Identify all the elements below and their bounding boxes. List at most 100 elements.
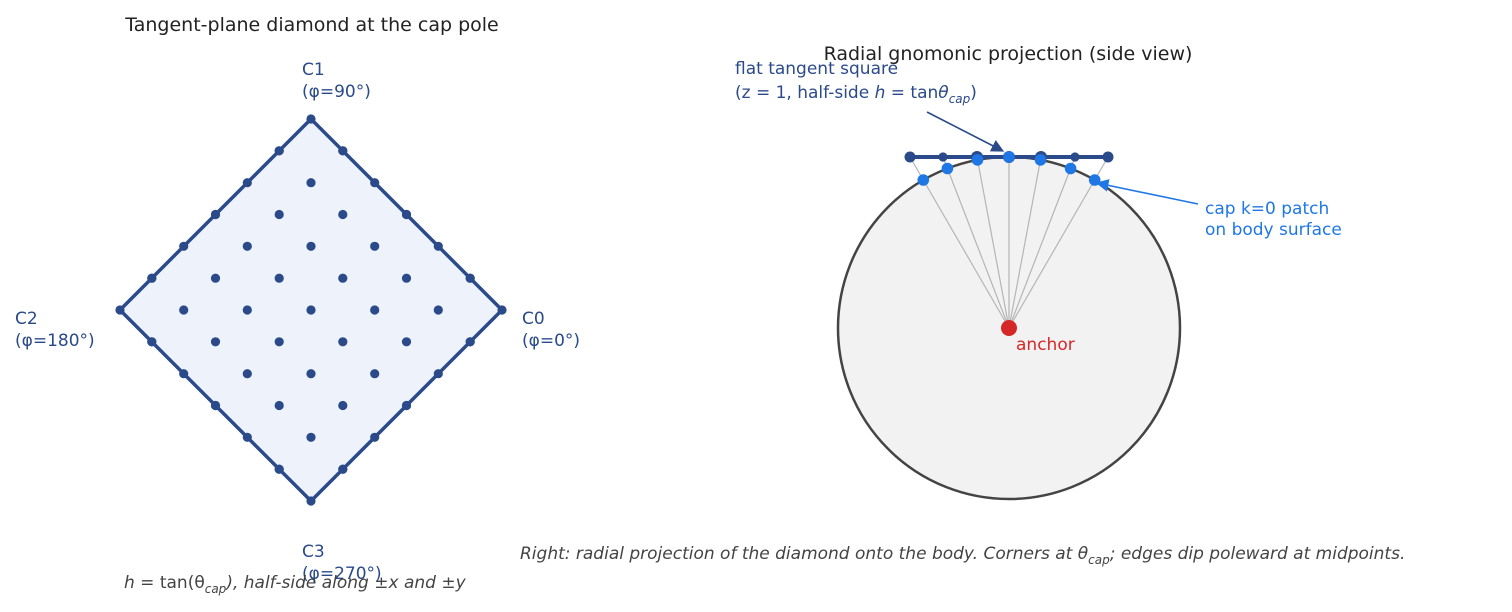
diamond-grid-point — [338, 273, 348, 283]
patch-label-line1: cap k=0 patch — [1205, 199, 1329, 219]
diamond-grid-point — [306, 305, 316, 315]
corner-c2-name: C2 — [15, 309, 38, 329]
diamond-grid-point — [115, 305, 125, 315]
anchor-label: anchor — [1016, 335, 1075, 355]
diamond-grid-point — [338, 209, 348, 220]
corner-label-c2: C2 (φ=180°) — [15, 309, 95, 351]
caption-rest: ), half-side along ±x and ±y — [224, 573, 466, 593]
cap-patch-surface-point — [1034, 154, 1047, 166]
diamond-edge-point — [147, 337, 157, 347]
left-panel-title: Tangent-plane diamond at the cap pole — [124, 14, 498, 36]
projection-ray — [1008, 156, 1076, 329]
flat-tangent-square-label: flat tangent square — [735, 59, 898, 79]
right-caption-pre: Right: radial projection of the diamond … — [520, 544, 1078, 564]
right-panel-caption: Right: radial projection of the diamond … — [520, 544, 1405, 567]
diamond-grid-point — [370, 241, 380, 251]
diamond-grid-point — [306, 114, 316, 124]
square-label-arrow — [926, 111, 1005, 152]
diamond-grid-point — [370, 369, 380, 379]
patch-label-arrow — [1095, 179, 1199, 205]
corner-c2-angle: (φ=180°) — [15, 331, 95, 351]
diamond-edge-point — [401, 209, 412, 220]
diamond-grid-point — [338, 337, 348, 347]
diamond-grid-point — [210, 337, 221, 347]
projection-ray — [942, 156, 1010, 329]
diamond-grid-point — [433, 241, 443, 251]
corner-c3-name: C3 — [302, 542, 325, 562]
diamond-grid-point — [306, 178, 316, 188]
cap-patch-surface-point — [1003, 151, 1015, 163]
diamond-grid-point — [433, 369, 443, 379]
diamond-grid-point — [274, 209, 284, 220]
diamond-grid-point — [179, 369, 189, 379]
tangent-square-point — [938, 152, 948, 162]
diamond-grid-point — [242, 369, 252, 379]
projection-ray — [1008, 156, 1042, 329]
diamond-grid-point — [306, 241, 316, 251]
diamond-edge-point — [274, 146, 284, 156]
tangent-square-point — [1102, 151, 1114, 163]
square-label-line2: (z = 1, half-side h = tanθcap) — [735, 83, 977, 106]
diamond-grid-point — [370, 305, 380, 315]
diamond-grid-point — [242, 432, 252, 442]
corner-label-c3: C3 (φ=270°) — [302, 542, 382, 584]
square-label-close: ) — [970, 83, 977, 103]
square-label-line1: flat tangent square — [735, 59, 898, 79]
diamond-grid-point — [306, 496, 316, 506]
diamond-sample-points — [115, 114, 507, 506]
diamond-grid-point — [370, 432, 380, 442]
square-label-theta: θ — [938, 83, 949, 103]
diamond-edge-point — [274, 464, 284, 474]
projection-ray — [1008, 156, 1109, 329]
corner-label-c0: C0 (φ=0°) — [522, 309, 580, 351]
diamond-grid-point — [306, 369, 316, 379]
projection-rays — [909, 156, 1109, 329]
anchor-point — [1001, 320, 1017, 336]
corner-c0-name: C0 — [522, 309, 545, 329]
cap-patch-surface-point — [971, 154, 984, 166]
right-panel-title: Radial gnomonic projection (side view) — [824, 43, 1193, 65]
square-label-pre: (z = 1, half-side — [735, 83, 875, 103]
diamond-grid-point — [370, 178, 380, 188]
diamond-grid-point — [433, 305, 443, 315]
cap-patch-label: cap k=0 patch on body surface — [1205, 199, 1342, 240]
caption-cap-subscript: cap — [205, 582, 227, 596]
patch-label-line2: on body surface — [1205, 220, 1342, 240]
corner-c3-angle: (φ=270°) — [302, 564, 382, 584]
projection-ray — [909, 156, 1010, 329]
diamond-edge-point — [465, 273, 475, 283]
caption-theta: θ — [194, 573, 204, 593]
diamond-edge-point — [401, 400, 412, 411]
diamond-grid-point — [401, 273, 412, 283]
diamond-grid-point — [179, 305, 189, 315]
corner-c1-name: C1 — [302, 60, 325, 80]
left-panel-caption: h = tan(θcap), half-side along ±x and ±y — [124, 573, 467, 596]
diamond-grid-point — [242, 305, 252, 315]
square-label-h: h — [875, 83, 886, 103]
cap-patch-surface-point — [941, 162, 954, 175]
diamond-grid-point — [338, 400, 348, 411]
caption-eq: = tan( — [135, 573, 195, 593]
diamond-grid-point — [242, 178, 252, 188]
corner-c1-angle: (φ=90°) — [302, 82, 371, 102]
caption-h: h — [124, 573, 135, 593]
diamond-grid-point — [210, 273, 221, 283]
left-panel: Tangent-plane diamond at the cap pole C1… — [15, 14, 580, 596]
right-caption-theta: θ — [1078, 544, 1089, 564]
diamond-edge-point — [465, 337, 475, 347]
tangent-square-point — [1070, 152, 1080, 162]
diamond-grid-point — [179, 241, 189, 251]
tangent-square-point — [904, 151, 916, 163]
diamond-grid-point — [306, 432, 316, 442]
right-caption-post: ; edges dip poleward at midpoints. — [1110, 544, 1406, 564]
square-label-cap-subscript: cap — [949, 92, 971, 106]
diamond-edge-point — [210, 209, 221, 220]
right-panel: Radial gnomonic projection (side view) a… — [520, 43, 1405, 567]
square-label-eq: = tan — [885, 83, 938, 103]
cap-patch-surface-point — [917, 174, 930, 186]
diamond-grid-point — [242, 241, 252, 251]
diamond-grid-point — [274, 400, 284, 411]
corner-c0-angle: (φ=0°) — [522, 331, 580, 351]
diamond-grid-point — [274, 273, 284, 283]
